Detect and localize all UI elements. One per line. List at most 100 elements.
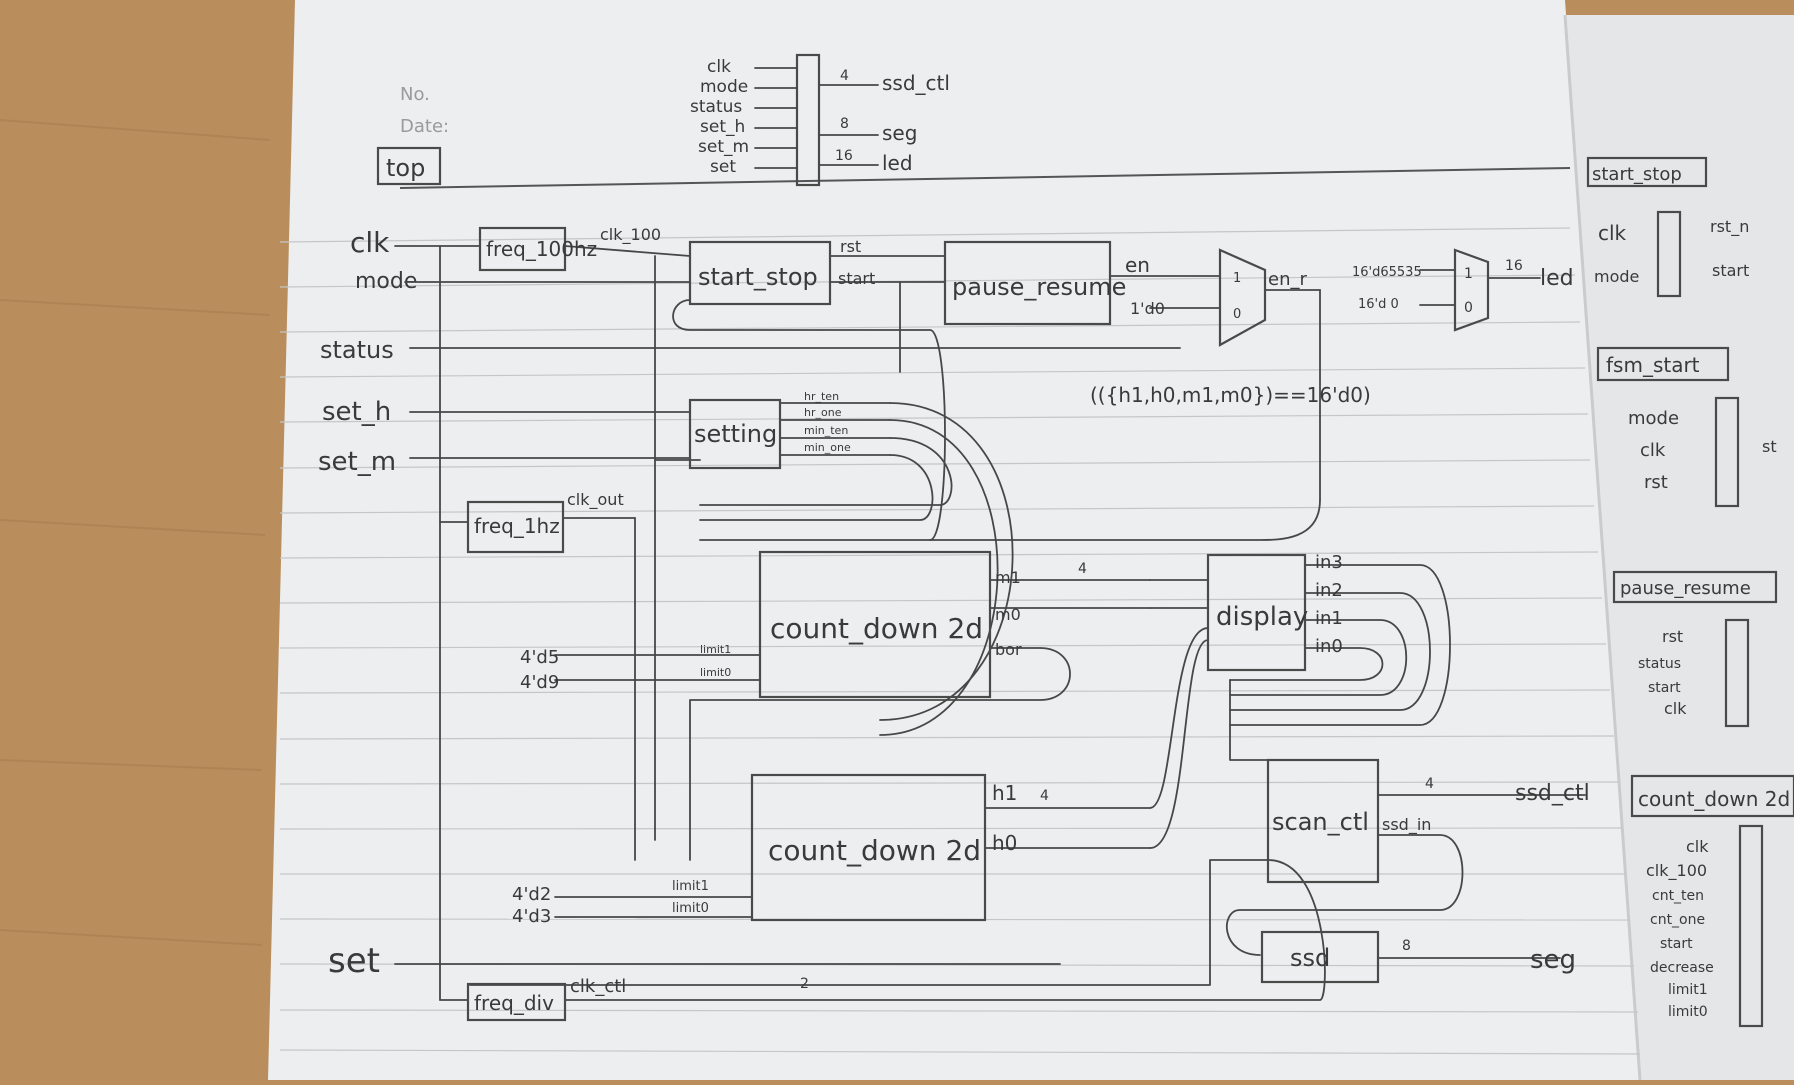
top-in-set-m: set_m (698, 137, 749, 157)
side-block4-title: count_down 2d (1638, 787, 1790, 811)
freq-100hz-module: freq_100hz (478, 226, 597, 272)
ssd-label: ssd (1290, 944, 1330, 972)
setting-label: setting (694, 420, 777, 448)
side-block4-port-clk: clk (1686, 837, 1709, 856)
sig-in3: in3 (1315, 552, 1343, 573)
sig-c2: 4'd2 (512, 884, 551, 905)
start-stop-module: start_stop (688, 240, 832, 306)
side-block4-port-start: start (1660, 936, 1693, 952)
width-8-a: 8 (1402, 938, 1411, 954)
side-block2-title: fsm_start (1606, 353, 1700, 377)
input-set: set (328, 941, 380, 981)
side-block1-port-mode: mode (1594, 267, 1639, 286)
sig-hr-one: hr_one (804, 406, 842, 419)
side-block1-port-rst-n: rst_n (1710, 217, 1749, 237)
top-in-set-h: set_h (700, 117, 745, 137)
sig-led: led (1540, 266, 1574, 291)
ruled-lines (279, 227, 1641, 1055)
top-in-mode: mode (700, 77, 748, 97)
side-block3-port-clk: clk (1664, 699, 1687, 718)
top-width-led: 16 (835, 148, 853, 164)
sig-c3: 4'd3 (512, 906, 551, 927)
en-mux (1218, 248, 1267, 347)
side-block2-port-st: st (1762, 437, 1777, 456)
sig-bor: bor (995, 640, 1022, 659)
header-no: No. (400, 84, 430, 105)
count-down-bottom-module: count_down 2d (750, 773, 987, 922)
sig-ssd-ctl: ssd_ctl (1515, 781, 1590, 806)
display-label: display (1216, 602, 1308, 632)
sig-m0: m0 (995, 605, 1021, 624)
scan-ctl-label: scan_ctl (1272, 808, 1369, 836)
sig-ssd-in: ssd_in (1382, 815, 1431, 835)
sig-start: start (838, 269, 875, 288)
header-date: Date: (400, 116, 449, 137)
sig-in2: in2 (1315, 580, 1343, 601)
top-out-seg: seg (882, 121, 917, 145)
pause-resume-label: pause_resume (952, 273, 1126, 301)
sig-clk-ctl: clk_ctl (570, 976, 626, 997)
freq-1hz-module: freq_1hz (466, 500, 565, 554)
side-block4-port-decrease: decrease (1650, 960, 1714, 976)
side-block3-port-start: start (1648, 680, 1681, 696)
side-block1-port-start: start (1712, 261, 1749, 280)
side-block1-title: start_stop (1592, 164, 1682, 185)
top-width-ssd: 4 (840, 68, 849, 84)
input-set-m: set_m (318, 447, 396, 477)
side-block4-port-limit0: limit0 (1668, 1004, 1708, 1020)
sig-zero: 1'd0 (1130, 299, 1165, 318)
sig-rst: rst (840, 237, 861, 256)
side-block3-port-status: status (1638, 656, 1681, 672)
sig-m1: m1 (995, 568, 1021, 587)
sig-in1: in1 (1315, 608, 1343, 629)
sig-limit0-top: limit0 (700, 666, 731, 679)
side-block4-port-clk-100: clk_100 (1646, 861, 1707, 881)
sig-limit1-bottom: limit1 (672, 879, 709, 894)
freq-100hz-label: freq_100hz (486, 237, 597, 261)
side-block3-port-rst: rst (1662, 627, 1683, 646)
width-16-a: 16 (1505, 258, 1523, 274)
setting-module: setting (688, 398, 782, 470)
top-in-set: set (710, 157, 736, 177)
sig-min-one: min_one (804, 441, 851, 454)
mux-label-bottom: 0 (1233, 307, 1241, 322)
sig-h1: h1 (992, 781, 1017, 805)
sig-clk-out: clk_out (567, 490, 624, 510)
top-out-led: led (882, 151, 913, 175)
side-block2-port-clk: clk (1640, 440, 1666, 461)
top-in-status: status (690, 97, 742, 117)
side-block4-port-cnt-one: cnt_one (1650, 912, 1705, 928)
side-block1-port-clk: clk (1598, 221, 1627, 245)
side-block3-title: pause_resume (1620, 578, 1751, 599)
sig-led-const-a: 16'd65535 (1352, 265, 1422, 280)
input-clk: clk (350, 226, 390, 259)
mux-label-top: 1 (1233, 271, 1241, 286)
sig-led-const-b: 16'd 0 (1358, 297, 1399, 312)
led-mux (1453, 248, 1490, 332)
freq-div-module: freq_div (466, 982, 567, 1022)
input-status: status (320, 336, 394, 364)
mux2-label-top: 1 (1464, 266, 1473, 282)
top-in-clk: clk (707, 57, 731, 77)
width-4-a: 4 (1078, 561, 1087, 577)
sig-hr-ten: hr_ten (804, 390, 839, 403)
mux2-label-bottom: 0 (1464, 300, 1473, 316)
pause-resume-module: pause_resume (943, 240, 1126, 326)
count-down-top-label: count_down 2d (770, 612, 983, 645)
sig-seg: seg (1530, 945, 1576, 975)
sig-en: en (1125, 253, 1150, 277)
side-block2-port-rst: rst (1644, 472, 1668, 493)
compare-expr: (({h1,h0,m1,m0})==16'd0) (1090, 383, 1371, 407)
sig-c9: 4'd9 (520, 672, 559, 693)
input-set-h: set_h (322, 397, 391, 427)
count-down-bottom-label: count_down 2d (768, 834, 981, 867)
sig-h0: h0 (992, 831, 1017, 855)
top-width-seg: 8 (840, 116, 849, 132)
top-out-ssd-ctl: ssd_ctl (882, 71, 950, 95)
sig-c5: 4'd5 (520, 647, 559, 668)
width-4-c: 4 (1425, 776, 1434, 792)
freq-1hz-label: freq_1hz (474, 514, 560, 538)
side-page-content: start_stop clk mode rst_n start fsm_star… (1586, 156, 1794, 1028)
